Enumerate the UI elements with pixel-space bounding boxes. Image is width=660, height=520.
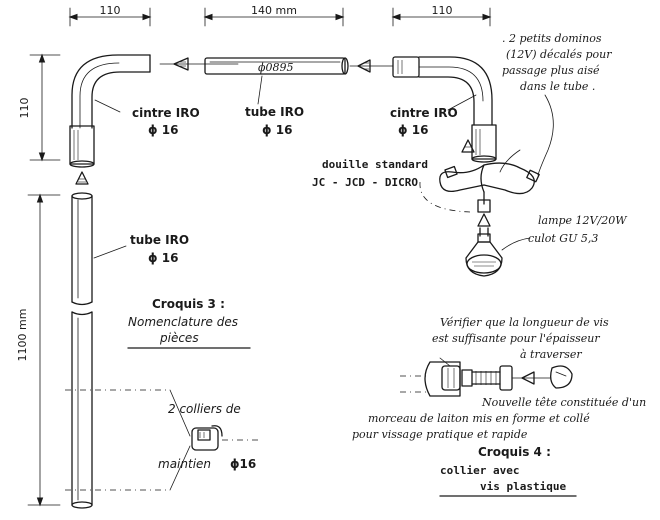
dimension-top-left: 110: [68, 4, 152, 27]
dimension-side-upper: 110: [18, 53, 61, 162]
croquis4-note1-line3: à traverser: [520, 348, 582, 361]
colliers-line1: 2 colliers de: [168, 402, 241, 416]
collier-vis-drawing: [400, 357, 573, 397]
croquis3-title: Croquis 3 :: [152, 297, 225, 311]
lampe-line1: lampe 12V/20W: [538, 214, 628, 227]
leader-tube-vertical: [93, 245, 127, 259]
note-dominos-line2: (12V) décalés pour: [506, 48, 612, 61]
croquis4-note2-line1: Nouvelle tête constituée d'un: [481, 396, 646, 409]
colliers-diameter: ϕ16: [230, 457, 256, 471]
leader-dominos: [537, 94, 554, 176]
leader-dominos-b: [499, 149, 521, 173]
dim-label-1100mm: 1100 mm: [16, 309, 29, 362]
arrow-up-into-cintre-right: [461, 139, 475, 153]
douille-line1: douille standard: [322, 158, 428, 171]
note-dominos-line3: passage plus aisé: [502, 64, 600, 77]
leader-lampe: [501, 237, 531, 251]
cintre-left-diameter: ϕ 16: [148, 123, 178, 137]
arrow-left-cintre: [159, 57, 239, 71]
cintre-right-drawing: [392, 56, 497, 163]
croquis4-note2-line2: morceau de laiton mis en forme et collé: [368, 412, 590, 425]
croquis4-title: Croquis 4 :: [478, 445, 551, 459]
cintre-left-drawing: [69, 54, 151, 168]
tube-vertical-label: tube IRO: [130, 233, 189, 247]
tube-vertical-diameter: ϕ 16: [148, 251, 178, 265]
croquis4-note1-line2: est suffisante pour l'épaisseur: [432, 332, 600, 345]
note-dominos-line4: dans le tube .: [520, 80, 595, 93]
croquis4-note1-line1: Vérifier que la longueur de vis: [440, 316, 609, 329]
arrow-up-into-cintre: [75, 171, 89, 185]
colliers-drawing: [65, 389, 262, 491]
dimension-top-right: 110: [391, 4, 492, 27]
croquis4-line3: vis plastique: [480, 480, 566, 493]
croquis3-line2: Nomenclature des: [128, 315, 238, 329]
colliers-line2: maintien: [158, 457, 211, 471]
note-dominos-line1: . 2 petits dominos: [502, 32, 602, 45]
dim-label-110-side: 110: [18, 98, 31, 119]
cintre-right-label: cintre IRO: [390, 106, 458, 120]
leader-cintre-left: [94, 99, 121, 113]
croquis4-note2-line3: pour vissage pratique et rapide: [352, 428, 528, 441]
tube-top-label: tube IRO: [245, 105, 304, 119]
lamp-drawing: [465, 213, 503, 277]
tube-top-diameter: ϕ 16: [262, 123, 292, 137]
douille-line2: JC - JCD - DICRO: [312, 176, 418, 189]
arrow-between-tube-and-cintre-right: [349, 59, 394, 73]
wiring-drawing: [419, 162, 540, 213]
dimension-side-lower: 1100 mm: [16, 193, 61, 507]
dim-label-110-left: 110: [100, 4, 121, 17]
cintre-right-diameter: ϕ 16: [398, 123, 428, 137]
tube-top-drawing: ϕ0895: [204, 57, 349, 75]
tube-vertical-drawing: [71, 192, 93, 509]
croquis4-line2: collier avec: [440, 464, 519, 477]
tube-top-marking: ϕ0895: [258, 61, 294, 74]
cintre-left-label: cintre IRO: [132, 106, 200, 120]
lampe-line2: culot GU 5,3: [528, 232, 598, 245]
leader-tube-top: [257, 75, 263, 105]
leader-cintre-right: [447, 94, 477, 111]
dim-label-140mm: 140 mm: [251, 4, 297, 17]
dim-label-110-right: 110: [432, 4, 453, 17]
croquis3-line3: pièces: [159, 331, 199, 345]
dimension-top-middle: 140 mm: [203, 4, 345, 27]
